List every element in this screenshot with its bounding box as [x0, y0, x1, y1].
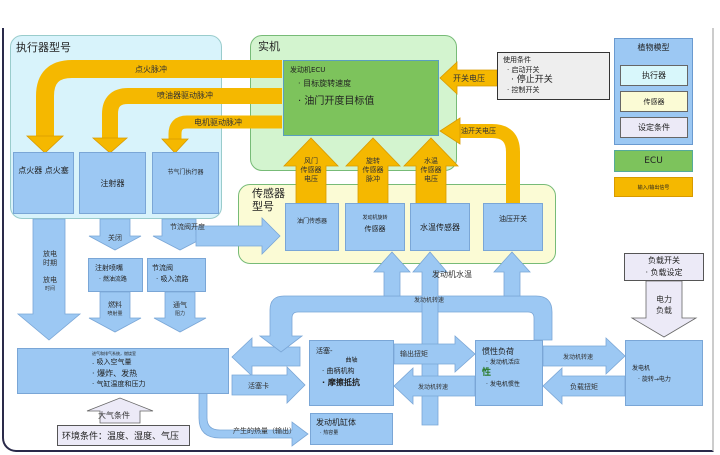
discharge-arrow	[16, 218, 82, 341]
environment-box: 环境条件：温度、湿度、气压	[57, 425, 190, 446]
sensor-input-arrow-1	[283, 137, 339, 206]
generator-box: 发电机· 旋转→电力	[625, 340, 703, 406]
sensor-input-label-2: 旋转传感器脉冲	[362, 157, 384, 183]
sensor-group-title-2: 型号	[252, 200, 274, 213]
power-load-arrow	[630, 280, 698, 338]
sensor-engine-speed: 发动机旋转传感器	[345, 203, 405, 251]
real-machine-title: 实机	[258, 40, 280, 53]
oil-switch-voltage-arrow	[460, 124, 520, 205]
sensor-group-title: 传感器 型号	[252, 187, 285, 213]
output-torque-arrow	[393, 335, 476, 373]
engine-speed-top-label: 发动机转速	[414, 297, 445, 304]
condition-item: · 控制开关	[507, 86, 540, 94]
injector-pulse-arrow	[102, 88, 282, 138]
piston-card-label: 活塞卡	[248, 382, 269, 390]
engine-speed-back-label: 发动机转速	[418, 384, 449, 391]
load-switch-box: 负载开关· 负载设定	[624, 253, 704, 281]
piston-crank-box: 活塞- 曲轴 · 曲柄机构 · 摩擦抵抗	[309, 340, 394, 406]
engine-speed-loop	[258, 295, 553, 353]
vent-label: 通气阻力	[173, 301, 187, 317]
actuator-throttle: 节气门执行器	[152, 152, 219, 214]
oil-switch-voltage-label: 油开关电压	[461, 127, 496, 135]
sensor-input-label-1: 风门传感器电压	[300, 157, 322, 183]
legend-ecu: ECU	[614, 150, 693, 172]
power-load-label: 电力负载	[656, 295, 672, 315]
legend-actuator: 执行器	[620, 65, 688, 86]
legend-sensor: 传感器	[620, 91, 688, 112]
throttle-valve-box: 节流阀· 吸入流路	[147, 258, 206, 292]
fuel-label: 燃料喷射量	[107, 301, 123, 317]
atmosphere-arrow	[86, 397, 154, 424]
throttle-open-label: 节流阀开度	[170, 223, 205, 231]
discharge-label: 放电时期放电时间	[43, 250, 57, 292]
atmosphere-label: 大气条件	[98, 411, 130, 420]
motor-pulse-arrow	[168, 115, 282, 139]
ecu-title: 发动机ECU	[290, 66, 326, 74]
ignition-pulse-label: 点火脉冲	[135, 65, 167, 74]
outer-frame	[2, 28, 714, 452]
ignition-pulse-arrow	[36, 60, 282, 136]
switch-voltage-label: 开关电压	[453, 74, 485, 83]
condition-item: · 启动开关	[507, 66, 540, 74]
water-temp-up-arrow	[412, 251, 448, 426]
close-arrow	[88, 218, 142, 251]
sensor-input-arrow-2	[345, 137, 401, 206]
speed-sensor-up-arrow	[373, 251, 411, 297]
sensor-input-arrow-3	[403, 137, 459, 206]
legend-io-signal: 输入/输出信号	[614, 177, 693, 197]
intake-exhaust-box: 进气和排气系统，燃烧室 . 吸入空气量 · 爆炸、发热 · 气缸温度和压力	[17, 348, 229, 394]
condition-item: · 停止开关	[511, 75, 553, 85]
output-torque-label: 输出扭矩	[400, 350, 428, 358]
motor-pulse-label: 电机驱动脉冲	[194, 118, 242, 127]
engine-speed-back-arrow	[393, 367, 476, 405]
legend-setting: 设定条件	[620, 117, 688, 138]
sensor-group-title-1: 传感器	[252, 187, 285, 200]
engine-speed-gen-arrow	[542, 337, 626, 375]
heat-arrow	[198, 392, 309, 447]
piston-card-arrow	[231, 366, 306, 404]
throttle-open-arrow	[152, 218, 208, 251]
cylinder-block-box: 发动机缸体· 热容量	[310, 413, 393, 445]
sensor-water-temp: 水温传感器	[410, 203, 470, 251]
heat-label: 产生的热量（输出）	[233, 427, 296, 435]
sensor-oil-pressure: 油压开关	[483, 203, 543, 251]
engine-water-temp-label: 发动机水温	[432, 270, 472, 279]
legend-title: 植物模型	[637, 43, 670, 52]
load-torque-label: 负载扭矩	[570, 383, 598, 391]
usage-conditions-box: 使用条件 · 启动开关 · 停止开关 · 控制开关	[497, 52, 610, 100]
engine-ecu-box: 发动机ECU · 目标旋转速度 · 油门开度目标值	[283, 60, 439, 136]
engine-speed-gen-label: 发动机转速	[563, 354, 594, 361]
actuator-group-title: 执行器型号	[16, 41, 71, 54]
ecu-item: · 目标旋转速度	[298, 79, 352, 88]
fuel-arrow	[88, 291, 142, 333]
inertia-load-box: 惯性负荷 · 发动机活应 性 · 发电机惯性	[475, 340, 543, 406]
oil-pressure-up-arrow	[493, 251, 531, 297]
switch-voltage-arrow	[439, 61, 498, 95]
load-torque-arrow	[542, 367, 626, 405]
sensor-throttle: 油门传感器	[285, 203, 339, 251]
close-label: 关闭	[108, 234, 122, 242]
sensor-input-label-3: 水温传感器电压	[420, 157, 442, 183]
ecu-item: · 油门开度目标值	[298, 96, 375, 107]
throttle-right-arrow	[195, 217, 281, 255]
actuator-injector: 注射器	[79, 152, 146, 214]
injector-nozzle-box: 注射喷嘴· 燃油流路	[88, 258, 143, 292]
conditions-title: 使用条件	[503, 56, 531, 64]
actuator-igniter: 点火器 点火塞	[13, 152, 74, 214]
vent-arrow	[153, 291, 207, 333]
injector-pulse-label: 喷油器驱动脉冲	[157, 91, 213, 100]
